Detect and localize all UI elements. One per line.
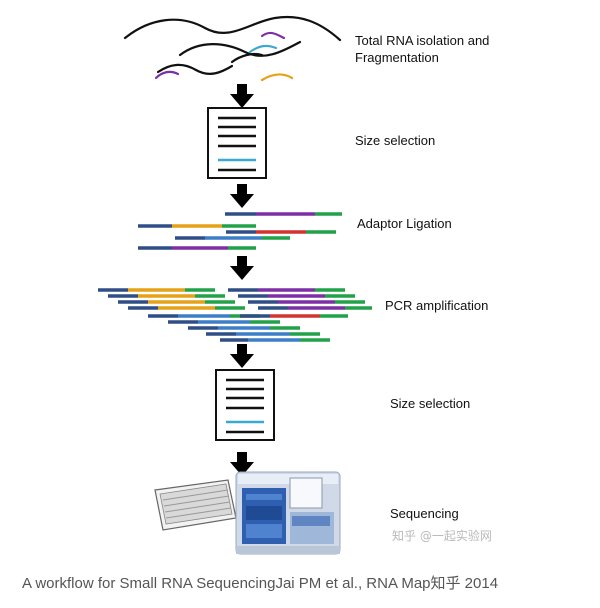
step-label-2: Size selection bbox=[355, 133, 435, 148]
step-label-1-line-1: Total RNA isolation and bbox=[355, 33, 489, 48]
step-label-3: Adaptor Ligation bbox=[357, 216, 452, 231]
step-label-5: Size selection bbox=[390, 396, 470, 411]
step-label-1-line-2: Fragmentation bbox=[355, 50, 439, 65]
flow-arrows bbox=[230, 84, 254, 476]
pcr-amplified-fragments bbox=[98, 288, 372, 342]
step-labels: Total RNA isolation andFragmentationSize… bbox=[355, 33, 489, 521]
down-arrow-5 bbox=[230, 452, 254, 476]
step-label-6: Sequencing bbox=[390, 506, 459, 521]
step-label-4: PCR amplification bbox=[385, 298, 488, 313]
down-arrow-4 bbox=[230, 344, 254, 368]
rna-fragments bbox=[123, 15, 342, 82]
adaptor-ligated-fragments bbox=[138, 212, 342, 250]
size-selection-gel bbox=[207, 107, 267, 179]
down-arrow-3 bbox=[230, 256, 254, 280]
watermark-text: 知乎 @一起实验网 bbox=[392, 528, 492, 543]
down-arrow-1 bbox=[230, 84, 254, 108]
sequencer-instrument-image bbox=[235, 471, 341, 555]
figure-caption: A workflow for Small RNA SequencingJai P… bbox=[22, 575, 499, 592]
down-arrow-2 bbox=[230, 184, 254, 208]
size-selection-gel-2 bbox=[215, 369, 275, 441]
flow-cell-image bbox=[154, 479, 237, 531]
